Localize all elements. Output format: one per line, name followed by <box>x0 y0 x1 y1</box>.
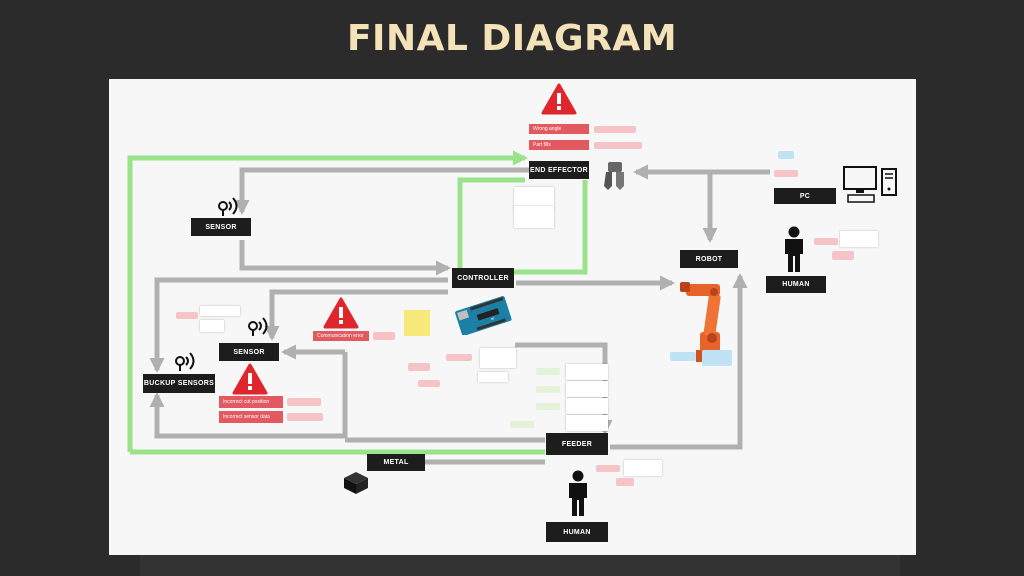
feeder-step <box>510 421 534 428</box>
warning-icon <box>232 363 268 395</box>
human-bottom-node[interactable]: HUMAN <box>546 522 608 542</box>
feeder-error <box>616 478 634 486</box>
controller-error <box>446 354 472 361</box>
note-card <box>514 206 554 228</box>
pc-note <box>778 151 794 159</box>
human-error <box>832 251 854 260</box>
sticky-note <box>404 310 430 336</box>
feeder-node[interactable]: FEEDER <box>546 433 608 455</box>
controller-note <box>480 348 516 368</box>
feeder-step <box>536 386 560 393</box>
controller-note <box>478 372 508 382</box>
robot-node[interactable]: ROBOT <box>680 250 738 268</box>
controller-error <box>408 363 430 371</box>
robot-note <box>670 352 696 361</box>
error-detail <box>594 142 642 149</box>
svg-text:∞: ∞ <box>490 316 496 323</box>
gripper-icon <box>604 162 624 190</box>
metal-node[interactable]: METAL <box>367 454 425 471</box>
computer-icon <box>843 166 897 203</box>
error-incorrect-sensor-data: Incorrect sensor data <box>219 411 283 423</box>
sensor-antenna-icon <box>218 197 238 216</box>
human-note <box>840 231 878 247</box>
human-icon <box>569 470 587 516</box>
arduino-board-icon: ∞ <box>455 296 512 335</box>
feeder-note <box>566 415 608 431</box>
sensor-antenna-icon <box>248 317 268 336</box>
error-part-fills: Part fills <box>529 140 589 150</box>
error-detail <box>287 398 321 406</box>
human-right-node[interactable]: HUMAN <box>766 276 826 293</box>
sensor-error <box>176 312 198 319</box>
feeder-step <box>536 368 560 375</box>
sensor-mid-node[interactable]: SENSOR <box>219 343 279 361</box>
feeder-note <box>566 398 608 414</box>
note-card <box>514 187 554 209</box>
feeder-note <box>566 364 608 380</box>
error-detail <box>594 126 636 133</box>
error-detail <box>287 413 323 421</box>
human-icon <box>785 226 803 272</box>
human-error <box>814 238 838 245</box>
error-communication: Communication error <box>313 331 369 341</box>
feeder-error <box>596 465 620 472</box>
feeder-note <box>624 460 662 476</box>
bottom-strip <box>140 555 900 576</box>
feeder-step <box>536 403 560 410</box>
feeder-note <box>566 381 608 397</box>
sensor-note <box>200 320 224 332</box>
warning-icon <box>323 297 359 329</box>
end-effector-node[interactable]: END EFFECTOR <box>529 161 589 179</box>
robot-note <box>702 350 732 366</box>
sensor-top-node[interactable]: SENSOR <box>191 218 251 236</box>
metal-cube-icon <box>344 472 368 494</box>
page-title: FINAL DIAGRAM <box>346 18 678 59</box>
backup-sensors-node[interactable]: BUCKUP SENSORS <box>143 374 215 393</box>
pc-node[interactable]: PC <box>774 188 836 204</box>
error-incorrect-cut-position: Incorrect cut position <box>219 396 283 408</box>
gray-connectors <box>149 164 770 465</box>
sensor-note <box>200 306 240 316</box>
robot-arm-icon <box>680 282 724 362</box>
error-detail <box>373 332 395 340</box>
controller-node[interactable]: CONTROLLER <box>452 268 514 288</box>
pc-error <box>774 170 798 177</box>
controller-error <box>418 380 440 387</box>
error-wrong-angle: Wrong angle <box>529 124 589 134</box>
warning-icon <box>541 83 577 115</box>
sensor-antenna-icon <box>175 352 195 371</box>
